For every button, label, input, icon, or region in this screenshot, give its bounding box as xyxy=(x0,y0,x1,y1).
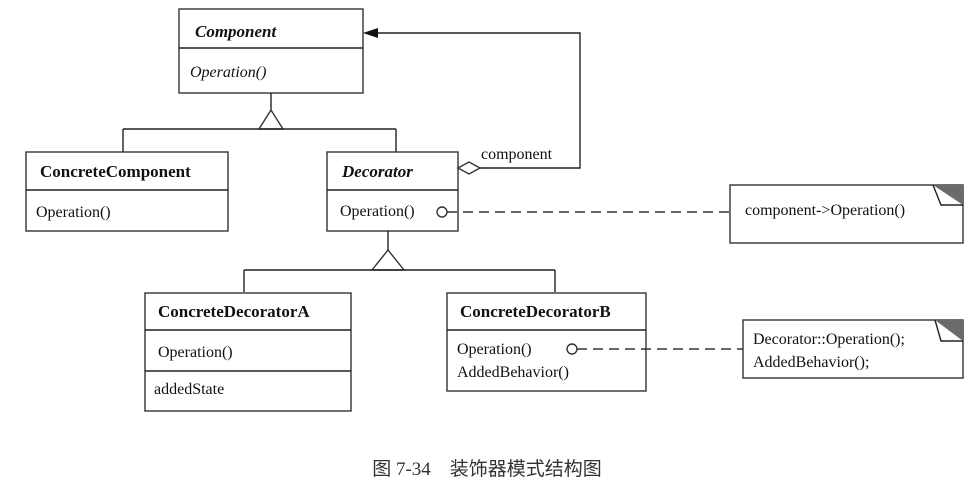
note-decorator-box xyxy=(729,184,964,244)
inheritance-triangle-icon xyxy=(257,108,285,130)
note-decorator-b-box xyxy=(742,319,964,379)
class-concrete-component-box xyxy=(25,151,229,232)
class-concrete-decorator-a: ConcreteDecoratorA Operation() addedStat… xyxy=(144,292,352,412)
class-component-name: Component xyxy=(195,22,278,41)
class-concrete-decorator-a-operation: Operation() xyxy=(158,344,233,361)
inheritance-decorator xyxy=(243,231,556,292)
note-b-fold-corner-icon xyxy=(935,320,963,341)
class-decorator: Decorator Operation() xyxy=(326,151,459,232)
class-component-box xyxy=(178,8,364,94)
class-concrete-decorator-b-name: ConcreteDecoratorB xyxy=(460,302,611,321)
class-concrete-decorator-b: ConcreteDecoratorB Operation() AddedBeha… xyxy=(446,292,647,392)
inheritance-component xyxy=(122,93,397,152)
note-anchor-circle-icon xyxy=(436,206,448,218)
class-concrete-decorator-b-box xyxy=(446,292,647,392)
aggregation-diamond-icon xyxy=(456,161,482,175)
figure-caption: 图 7-34 装饰器模式结构图 xyxy=(372,458,602,480)
class-concrete-decorator-a-name: ConcreteDecoratorA xyxy=(158,302,310,321)
aggregation-line xyxy=(375,32,581,169)
class-component: Component Operation() xyxy=(178,8,364,94)
note-decorator-b-line-2: AddedBehavior(); xyxy=(753,354,869,371)
class-concrete-component-operation: Operation() xyxy=(36,204,111,221)
class-decorator-operation: Operation() xyxy=(340,203,415,220)
class-decorator-box xyxy=(326,151,459,232)
note-anchor-circle-b-icon xyxy=(566,343,578,355)
class-concrete-decorator-b-operation: Operation() xyxy=(457,341,532,358)
note-decorator-b-operation: Decorator::Operation(); AddedBehavior(); xyxy=(742,319,964,379)
inheritance-triangle-decorator-icon xyxy=(370,248,406,271)
note-decorator-operation: component->Operation() xyxy=(729,184,964,244)
class-decorator-name: Decorator xyxy=(341,162,413,181)
note-b-fold-edge xyxy=(934,319,963,342)
arrowhead-icon xyxy=(363,28,378,38)
note-decorator-text: component->Operation() xyxy=(745,202,905,219)
class-component-operation: Operation() xyxy=(190,64,266,81)
note-fold-corner-icon xyxy=(933,185,963,205)
class-concrete-component-name: ConcreteComponent xyxy=(40,162,191,181)
class-concrete-component: ConcreteComponent Operation() xyxy=(25,151,229,232)
note-decorator-b-line-1: Decorator::Operation(); xyxy=(753,331,905,348)
note-fold-edge xyxy=(932,184,963,206)
class-concrete-decorator-b-added-behavior: AddedBehavior() xyxy=(457,364,569,381)
association-role-label: component xyxy=(481,146,553,163)
aggregation-component: component xyxy=(363,28,581,175)
class-concrete-decorator-a-attribute: addedState xyxy=(154,381,224,398)
class-concrete-decorator-a-box xyxy=(144,292,352,412)
